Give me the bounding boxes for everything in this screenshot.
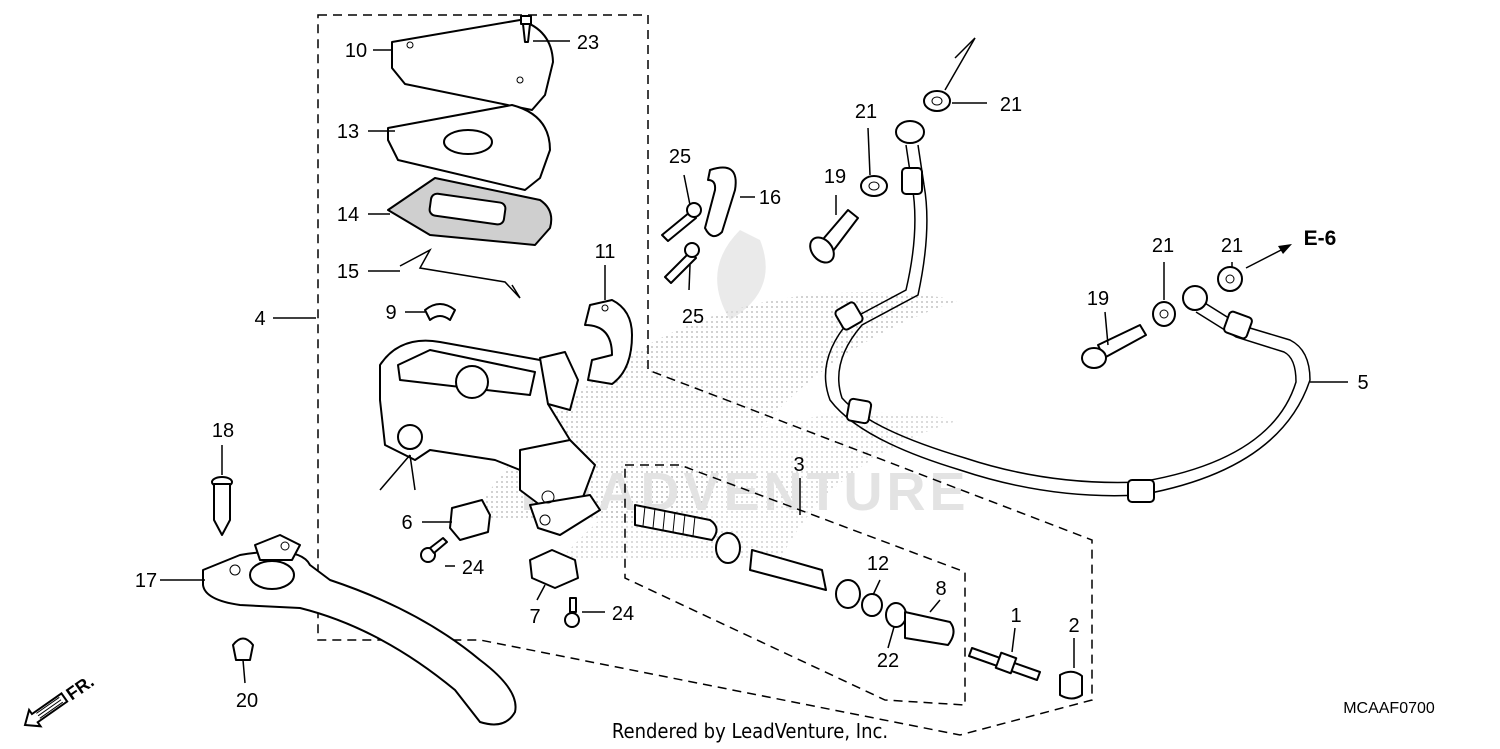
- diaphragm-plate: [387, 104, 551, 191]
- pivot-bolt: [211, 476, 233, 536]
- callout-11: 11: [595, 241, 616, 263]
- piston-set: [634, 504, 955, 646]
- callout-5: 5: [1357, 372, 1368, 394]
- callout-21d: 21: [1221, 235, 1243, 257]
- cap-2: [1059, 670, 1083, 700]
- callout-25a: 25: [669, 146, 691, 168]
- switch-7: [529, 549, 579, 589]
- callout-20: 20: [236, 690, 258, 712]
- banjo-bolt-19b: [1081, 324, 1147, 369]
- assembly-3-outline: [624, 464, 966, 706]
- callout-22: 22: [877, 650, 899, 672]
- callout-6: 6: [401, 512, 412, 534]
- callout-2: 2: [1068, 615, 1079, 637]
- leader-lines: [160, 37, 1348, 684]
- brake-hose: [824, 120, 1311, 503]
- screw-23: [520, 15, 532, 43]
- screw-24a: [420, 537, 448, 563]
- diaphragm: [387, 177, 553, 246]
- callout-13: 13: [337, 121, 359, 143]
- callout-14: 14: [337, 204, 359, 226]
- callout-labels: 1 2 3 4 5 6 7 8 9 10 11 12 13 14 15 16 1…: [135, 32, 1369, 712]
- clamp-16: [704, 166, 737, 238]
- callout-21a: 21: [855, 101, 877, 123]
- callout-25b: 25: [682, 306, 704, 328]
- callout-15: 15: [337, 261, 359, 283]
- brake-lever: [202, 534, 517, 726]
- callout-16: 16: [759, 187, 781, 209]
- rendered-by-footer: Rendered by LeadVenture, Inc.: [612, 719, 888, 743]
- bolt-25b: [664, 242, 700, 284]
- callout-3: 3: [793, 454, 804, 476]
- front-direction-arrow: FR.: [23, 671, 98, 728]
- callout-8: 8: [935, 578, 946, 600]
- switch-6: [449, 499, 491, 541]
- banjo-bolt-19a: [809, 209, 859, 264]
- master-cylinder-body: [379, 339, 601, 536]
- callout-24a: 24: [462, 557, 484, 579]
- callout-17: 17: [135, 570, 157, 592]
- callout-9: 9: [385, 302, 396, 324]
- callout-23: 23: [577, 32, 599, 54]
- callout-10: 10: [345, 40, 367, 62]
- body-arrow-lines: [379, 454, 416, 491]
- washer-21d: [1217, 266, 1243, 292]
- screw-24b: [564, 597, 580, 628]
- callout-19b: 19: [1087, 288, 1109, 310]
- callout-12: 12: [867, 553, 889, 575]
- assembly-4-outline: [317, 14, 1093, 736]
- callout-7: 7: [529, 606, 540, 628]
- washer-21a: [860, 175, 888, 197]
- push-rod: [968, 647, 1041, 681]
- callout-19a: 19: [824, 166, 846, 188]
- bolt-25a: [661, 202, 702, 242]
- reference-label: E-6: [1304, 227, 1337, 250]
- callout-24b: 24: [612, 603, 634, 625]
- front-direction-label: FR.: [62, 671, 97, 704]
- callout-21c: 21: [1152, 235, 1174, 257]
- callout-21b: 21: [1000, 94, 1022, 116]
- washer-21b: [923, 90, 951, 112]
- diagram-code: MCAAF0700: [1343, 700, 1435, 717]
- clip-9: [424, 303, 456, 321]
- callout-1: 1: [1010, 605, 1021, 627]
- callout-18: 18: [212, 420, 234, 442]
- holder-11: [584, 299, 633, 385]
- adjuster-boot: [232, 637, 254, 661]
- spring-plate: [399, 248, 521, 299]
- callout-4: 4: [254, 308, 265, 330]
- washer-21c: [1152, 301, 1176, 327]
